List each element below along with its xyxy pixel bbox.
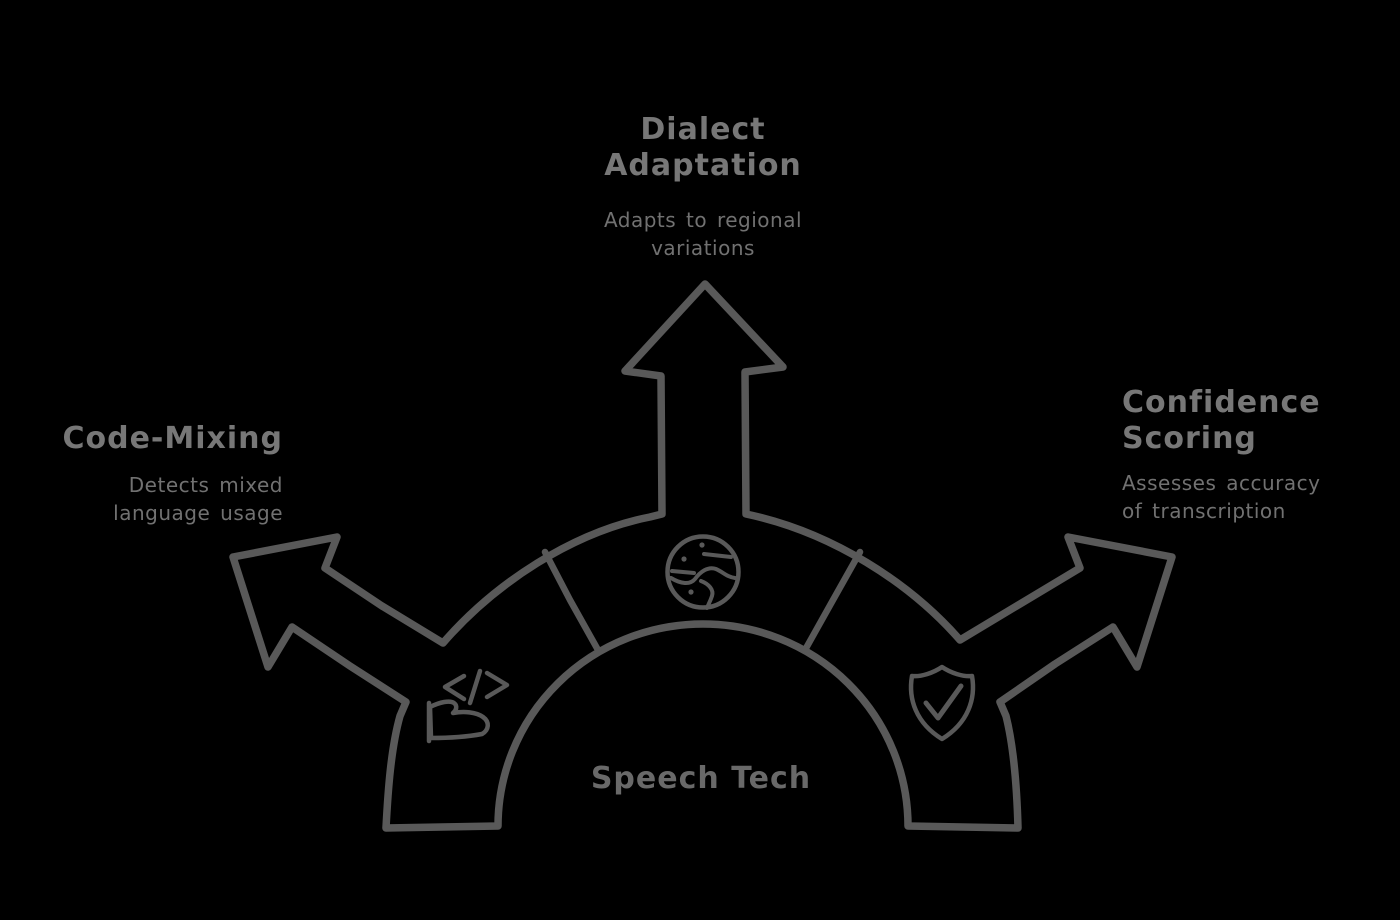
top-branch-title-line2: Adaptation — [604, 148, 802, 183]
code-mixing-icon — [426, 668, 510, 744]
right-branch-title-line2: Scoring — [1122, 421, 1257, 456]
right-branch-title-line1: Confidence — [1122, 385, 1321, 420]
segment-divider-left — [541, 548, 602, 654]
left-branch-title-line1: Code-Mixing — [62, 421, 283, 456]
shield-check-icon — [908, 664, 976, 742]
right-branch-desc-line1: Assesses accuracy — [1122, 471, 1321, 495]
left-branch-description: Detects mixed language usage — [3, 471, 283, 527]
left-branch-title: Code-Mixing — [3, 421, 283, 457]
right-branch-desc-line2: of transcription — [1122, 499, 1286, 523]
right-branch-title: Confidence Scoring — [1122, 385, 1400, 457]
left-branch-desc-line1: Detects mixed — [128, 473, 283, 497]
segment-divider-right — [801, 548, 864, 654]
top-branch-title-line1: Dialect — [640, 112, 766, 147]
top-branch-title: Dialect Adaptation — [503, 112, 903, 184]
right-branch-description: Assesses accuracy of transcription — [1122, 469, 1400, 525]
top-branch-description: Adapts to regional variations — [503, 206, 903, 262]
left-branch-desc-line2: language usage — [113, 501, 283, 525]
planet-globe-icon — [665, 534, 741, 610]
top-branch-desc-line1: Adapts to regional — [603, 208, 803, 232]
top-branch-desc-line2: variations — [651, 236, 755, 260]
three-way-arrow-shape — [229, 280, 1176, 832]
center-hub-label: Speech Tech — [590, 761, 812, 796]
